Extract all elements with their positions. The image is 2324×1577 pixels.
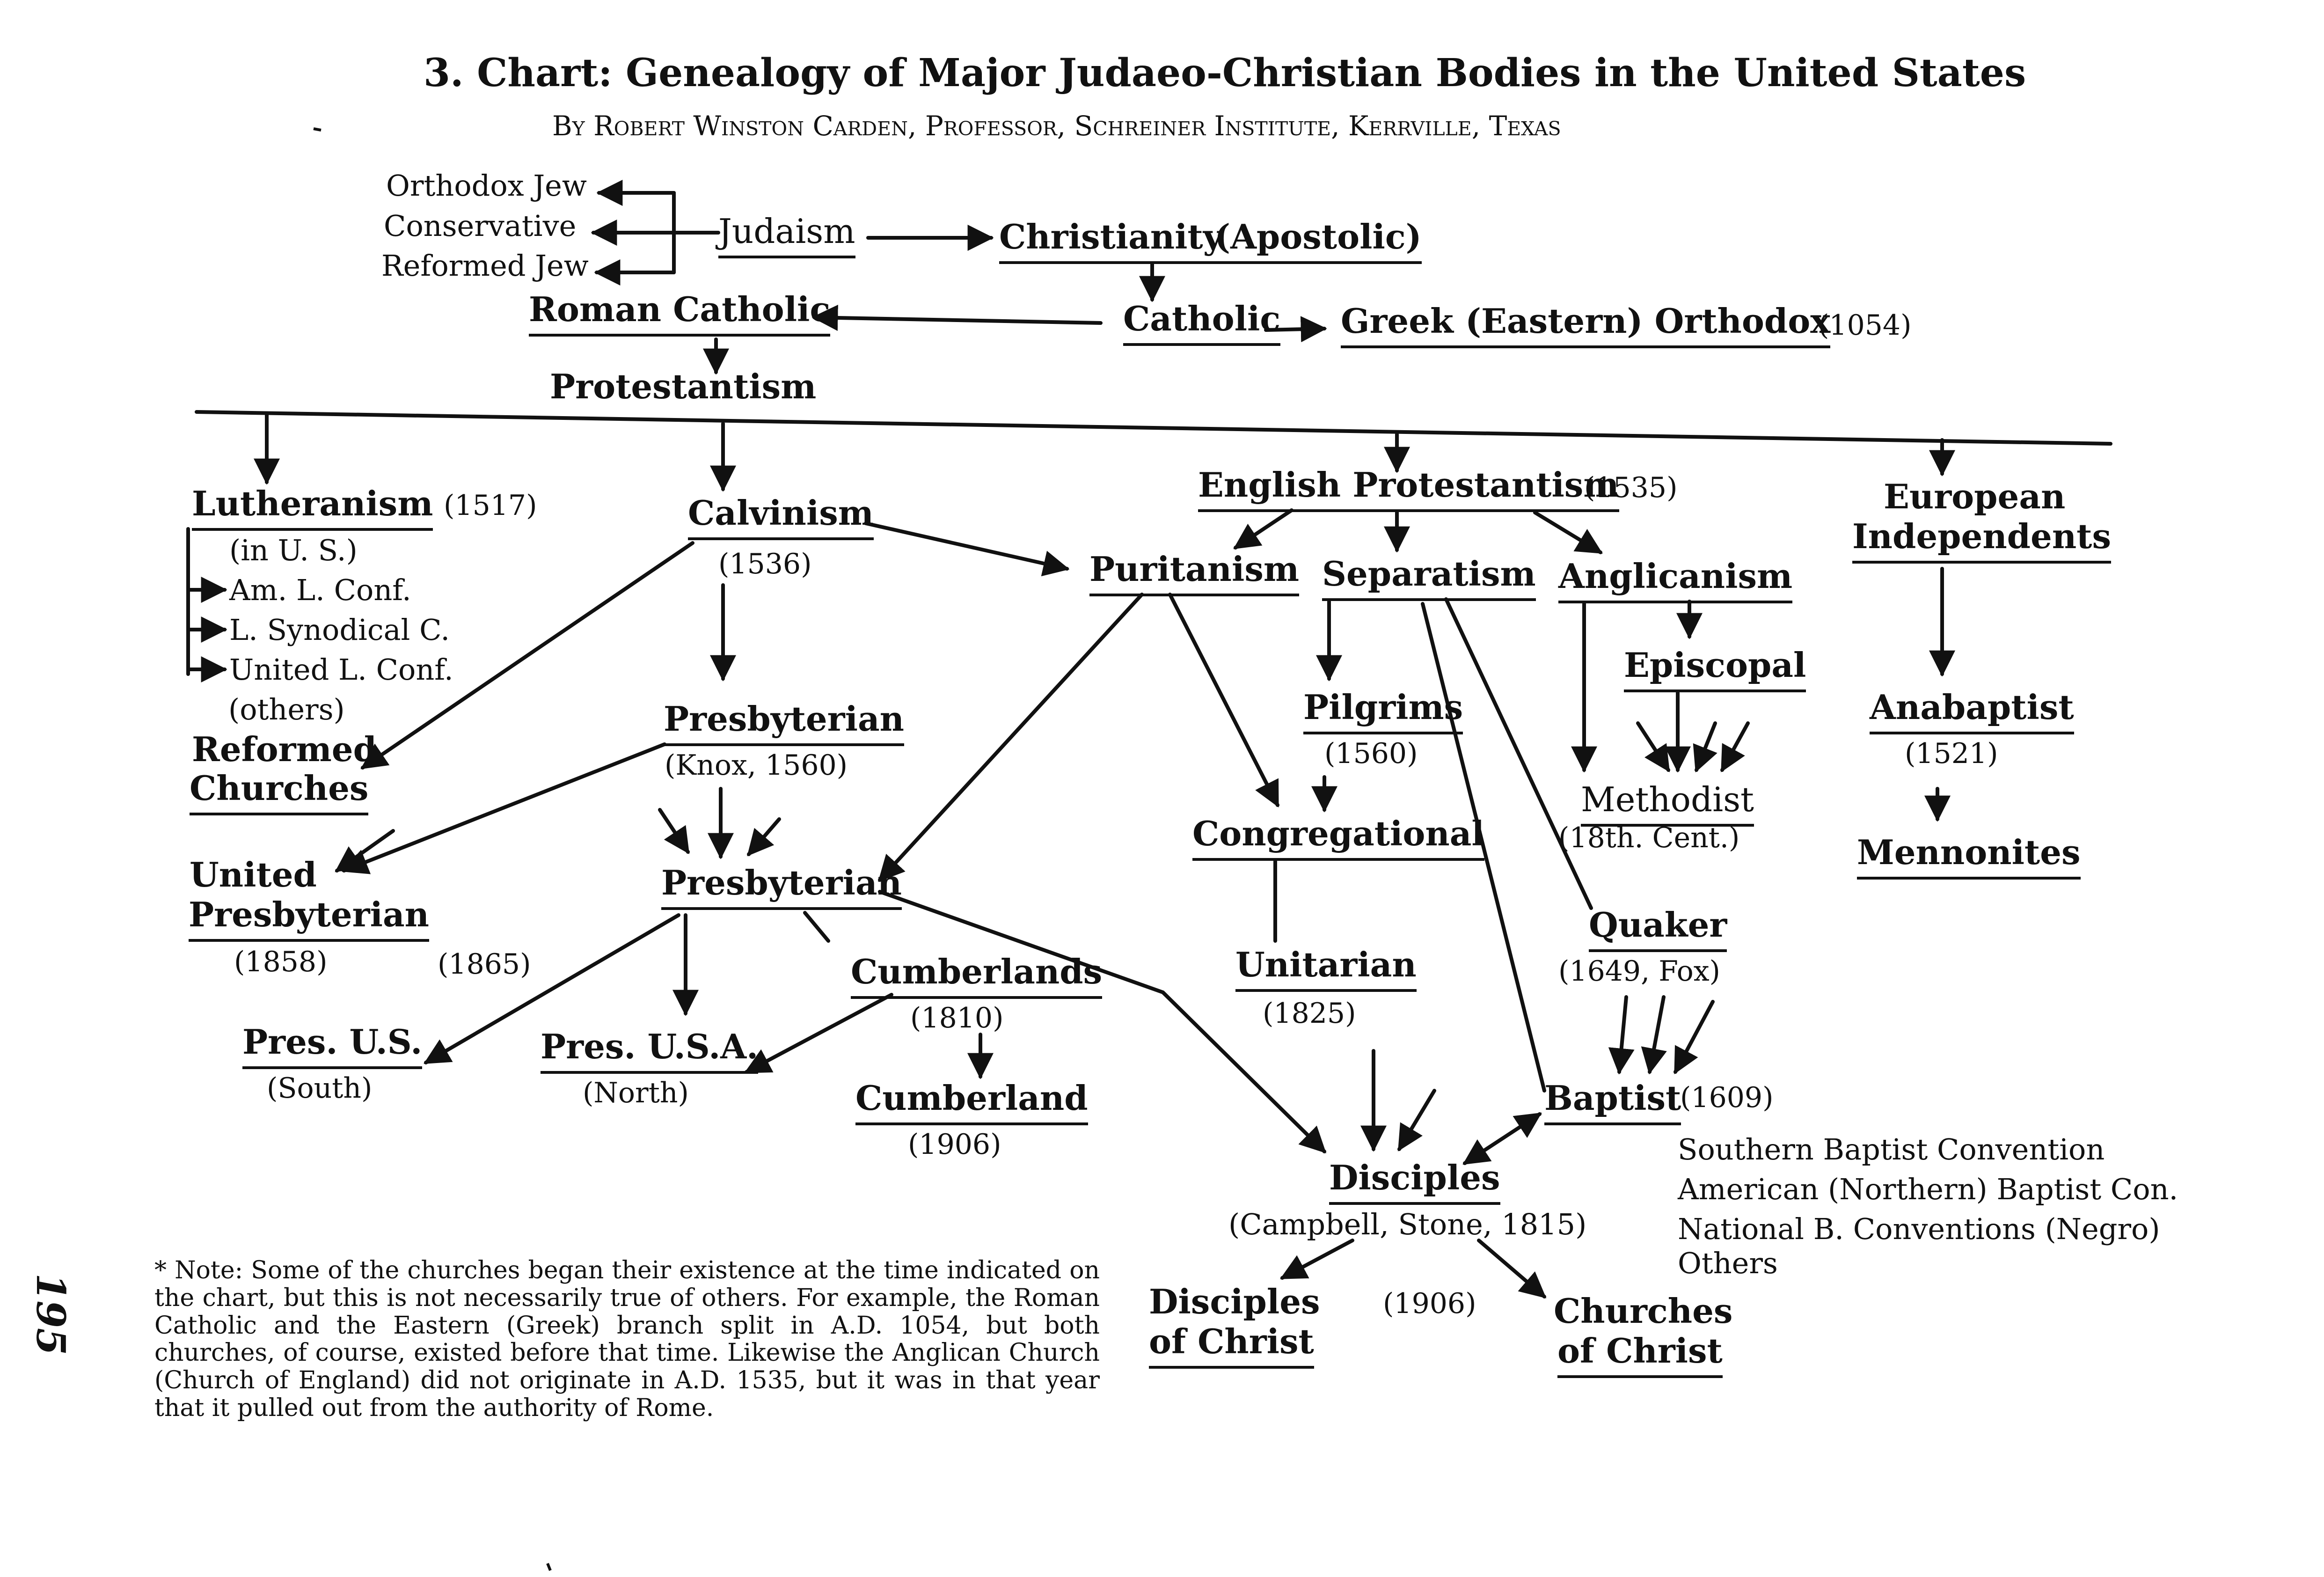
node-conservative: Conservative (384, 209, 577, 243)
date-cumberland: (1906) (908, 1128, 1001, 1161)
text-pres-us-region: (South) (267, 1072, 373, 1105)
footnote: * Note: Some of the churches began their… (154, 1256, 1100, 1422)
node-quaker: Quaker (1589, 908, 1727, 952)
text-disciples-founders: (Campbell, Stone, 1815) (1228, 1207, 1587, 1241)
node-christianity: Christianity (999, 220, 1223, 264)
date-anabaptist: (1521) (1905, 737, 1998, 770)
stray-mark (546, 1562, 552, 1571)
node-presbyterian-knox: Presbyterian (664, 702, 904, 746)
chart-byline: By Robert Winston Carden, Professor, Sch… (552, 110, 1561, 142)
node-united-presbyterian-line1: United (190, 855, 317, 895)
chart-title: 3. Chart: Genealogy of Major Judaeo-Chri… (424, 51, 2026, 95)
text-lutheran-others: (others) (228, 692, 345, 726)
node-puritanism: Puritanism (1089, 552, 1300, 596)
node-disciples-of-christ-line1: Disciples (1149, 1282, 1320, 1321)
text-lutheran-synodical: L. Synodical C. (229, 613, 450, 647)
date-cumberlands: (1810) (910, 1002, 1004, 1034)
text-lutheran-am: Am. L. Conf. (229, 573, 411, 607)
node-calvinism: Calvinism (688, 496, 874, 540)
node-churches-of-christ-line2: of Christ (1557, 1334, 1723, 1378)
node-cumberlands: Cumberlands (851, 955, 1103, 999)
node-english-protestantism: English Protestantism (1198, 468, 1619, 512)
date-baptist: (1609) (1680, 1081, 1774, 1114)
date-presbyterian-knox: (Knox, 1560) (665, 749, 848, 782)
node-pres-usa: Pres. U.S.A. (541, 1030, 759, 1074)
node-apostolic: (Apostolic) (1214, 220, 1422, 264)
text-lutheran-in-us: (in U. S.) (229, 533, 358, 567)
node-unitarian: Unitarian (1235, 948, 1417, 992)
node-orthodox-jew: Orthodox Jew (386, 169, 587, 203)
node-united-presbyterian-line2: Presbyterian (189, 898, 429, 942)
date-methodist: (18th. Cent.) (1558, 822, 1740, 854)
page-number: 195 (28, 1273, 74, 1356)
text-baptist-national: National B. Conventions (Negro) (1678, 1212, 2160, 1246)
date-lutheranism: (1517) (444, 489, 537, 522)
node-greek-orthodox: Greek (Eastern) Orthodox (1341, 304, 1831, 348)
node-reformed-churches-line2: Churches (190, 771, 369, 815)
node-roman-catholic: Roman Catholic (529, 293, 831, 337)
node-judaism: Judaism (718, 214, 855, 258)
date-quaker: (1649, Fox) (1558, 955, 1720, 988)
text-baptist-american: American (Northern) Baptist Con. (1678, 1172, 2178, 1206)
text-baptist-southern: Southern Baptist Convention (1678, 1132, 2105, 1166)
date-pilgrims: (1560) (1324, 737, 1418, 770)
node-anabaptist: Anabaptist (1870, 690, 2074, 734)
date-greek-orthodox: (1054) (1818, 309, 1912, 342)
text-lutheran-united: United L. Conf. (229, 653, 453, 687)
node-reformed-jew: Reformed Jew (381, 249, 589, 283)
node-separatism: Separatism (1322, 557, 1536, 601)
node-presbyterian: Presbyterian (661, 866, 902, 910)
node-disciples-of-christ-line2: of Christ (1149, 1325, 1314, 1369)
node-mennonites: Mennonites (1857, 836, 2081, 880)
date-united-presbyterian: (1858) (234, 946, 328, 978)
node-european-independents-line1: European (1884, 477, 2066, 516)
date-english-protestantism: (1535) (1584, 471, 1678, 504)
text-pres-usa-region: (North) (583, 1077, 689, 1109)
date-unitarian: (1825) (1263, 997, 1356, 1030)
node-methodist: Methodist (1581, 783, 1754, 827)
node-reformed-churches-line1: Reformed (192, 729, 377, 769)
date-calvinism: (1536) (718, 548, 812, 580)
node-congregational: Congregational (1192, 817, 1484, 861)
text-baptist-others: Others (1678, 1246, 1778, 1280)
stray-mark (313, 127, 322, 132)
node-protestantism: Protestantism (550, 367, 817, 406)
node-anglicanism: Anglicanism (1558, 559, 1793, 603)
node-lutheranism: Lutheranism (192, 487, 433, 531)
date-1906: (1906) (1383, 1287, 1476, 1320)
node-pres-us: Pres. U.S. (242, 1025, 423, 1069)
node-cumberland: Cumberland (855, 1081, 1088, 1125)
node-episcopal: Episcopal (1624, 648, 1806, 692)
node-european-independents-line2: Independents (1852, 520, 2111, 564)
node-baptist: Baptist (1544, 1081, 1681, 1125)
node-churches-of-christ-line1: Churches (1554, 1291, 1733, 1331)
node-catholic: Catholic (1123, 302, 1281, 346)
node-pilgrims: Pilgrims (1303, 690, 1463, 734)
node-disciples: Disciples (1329, 1161, 1500, 1205)
date-1865: (1865) (438, 948, 531, 981)
